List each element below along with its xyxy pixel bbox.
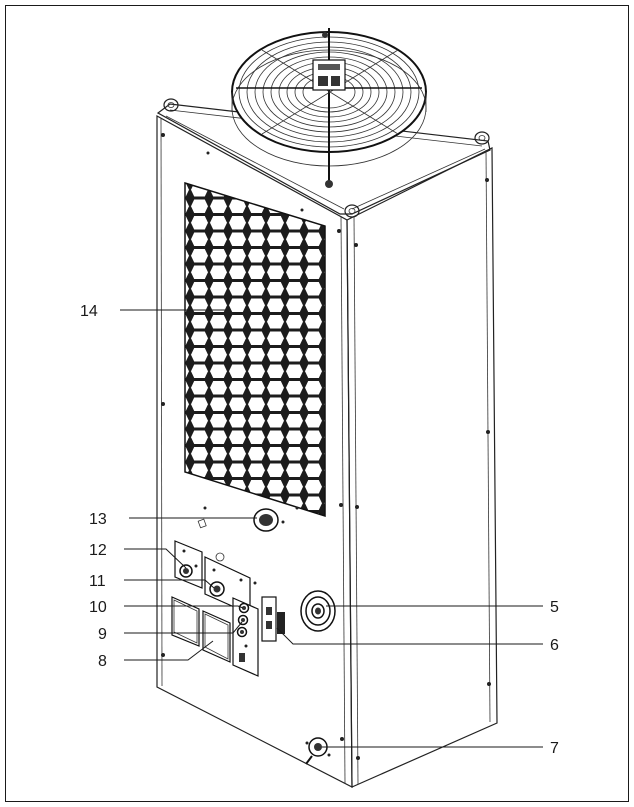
- callout-14: 14: [80, 303, 98, 320]
- item-5-port: [300, 590, 336, 632]
- lifting-eye-front: [344, 204, 360, 218]
- right-edge-inner: [485, 149, 491, 723]
- leader-9: [124, 621, 243, 634]
- cabinet-side: [346, 147, 498, 788]
- front-screws: [161, 133, 344, 741]
- callout-10: 10: [89, 599, 107, 616]
- ventilation-grille: [184, 181, 326, 518]
- connector-strip: [232, 597, 259, 677]
- item-13-gland: [197, 506, 285, 532]
- top-bevel-line-2: [165, 115, 345, 210]
- item-6-connector: [261, 596, 285, 642]
- callout-6: 6: [550, 637, 559, 654]
- item-11-switch-panel: [204, 552, 257, 615]
- callout-11: 11: [89, 573, 106, 590]
- item-7-drain: [305, 737, 331, 765]
- item-12-switch-panel: [174, 540, 203, 589]
- cabinet-top: [156, 103, 491, 215]
- lifting-eye-right: [474, 131, 490, 145]
- lifting-eye-left: [163, 98, 179, 112]
- leader-11: [124, 579, 215, 589]
- leader-8: [124, 640, 214, 661]
- leader-10: [124, 605, 244, 609]
- left-edge-inner: [160, 117, 163, 687]
- side-screws: [354, 178, 491, 760]
- fan-guard: [231, 28, 427, 188]
- figure-frame: [5, 5, 629, 802]
- leader-6: [276, 627, 543, 645]
- callout-7: 7: [550, 740, 559, 757]
- callout-5: 5: [550, 599, 559, 616]
- callout-12: 12: [89, 542, 107, 559]
- callout-9: 9: [98, 626, 107, 643]
- item-8-cover-plates: [171, 596, 231, 663]
- top-bevel-line-3: [351, 148, 486, 210]
- callout-8: 8: [98, 653, 107, 670]
- leader-12: [124, 548, 187, 569]
- corner-edge: [340, 215, 346, 784]
- callout-13: 13: [89, 511, 107, 528]
- corner-edge-2: [353, 215, 359, 785]
